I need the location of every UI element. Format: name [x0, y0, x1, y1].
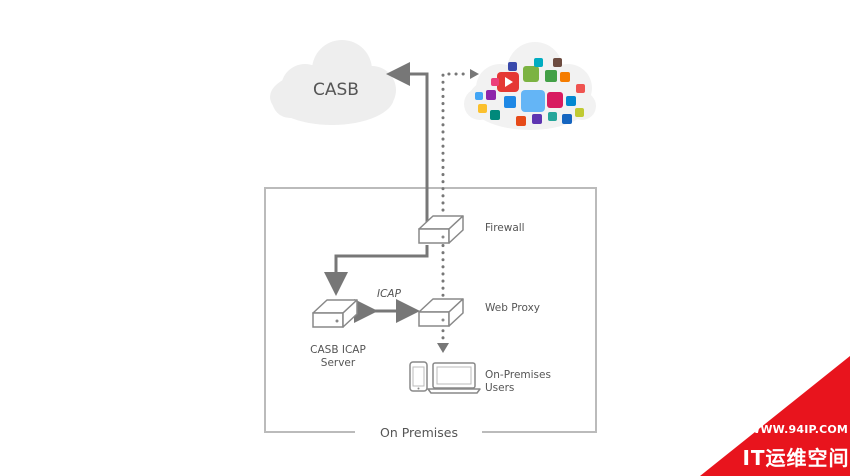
watermark-url: WWW.94IP.COM — [748, 423, 849, 436]
casb-icap-server-device — [312, 299, 358, 328]
web-proxy-label: Web Proxy — [485, 302, 540, 314]
watermark-text: IT运维空间 — [742, 446, 850, 470]
users-label-line1: On-Premises — [485, 369, 551, 381]
firewall-device — [418, 215, 464, 244]
firewall-to-icap-server-arrow — [324, 245, 429, 296]
users-arrowhead — [437, 343, 449, 353]
icap-label: ICAP — [377, 288, 401, 300]
on-premises-boundary — [264, 187, 597, 433]
casb-icap-server-label-line2: Server — [320, 357, 356, 369]
dotted-path-arrowhead — [470, 69, 479, 79]
watermark-banner — [700, 356, 850, 476]
casb-cloud-label: CASB — [313, 80, 359, 100]
casb-icap-server-label-line1: CASB ICAP — [310, 344, 366, 356]
casb-cloud-shape — [270, 40, 396, 125]
laptop-icon — [427, 362, 481, 394]
firewall-to-casb-arrow — [386, 62, 429, 222]
phone-icon — [409, 361, 428, 392]
dotted-path-to-apps — [441, 72, 470, 347]
firewall-label: Firewall — [485, 222, 525, 234]
cloud-app-icons — [475, 58, 585, 126]
users-label-line2: Users — [485, 382, 515, 394]
web-proxy-device — [418, 298, 464, 327]
on-premises-label: On Premises — [380, 425, 458, 440]
